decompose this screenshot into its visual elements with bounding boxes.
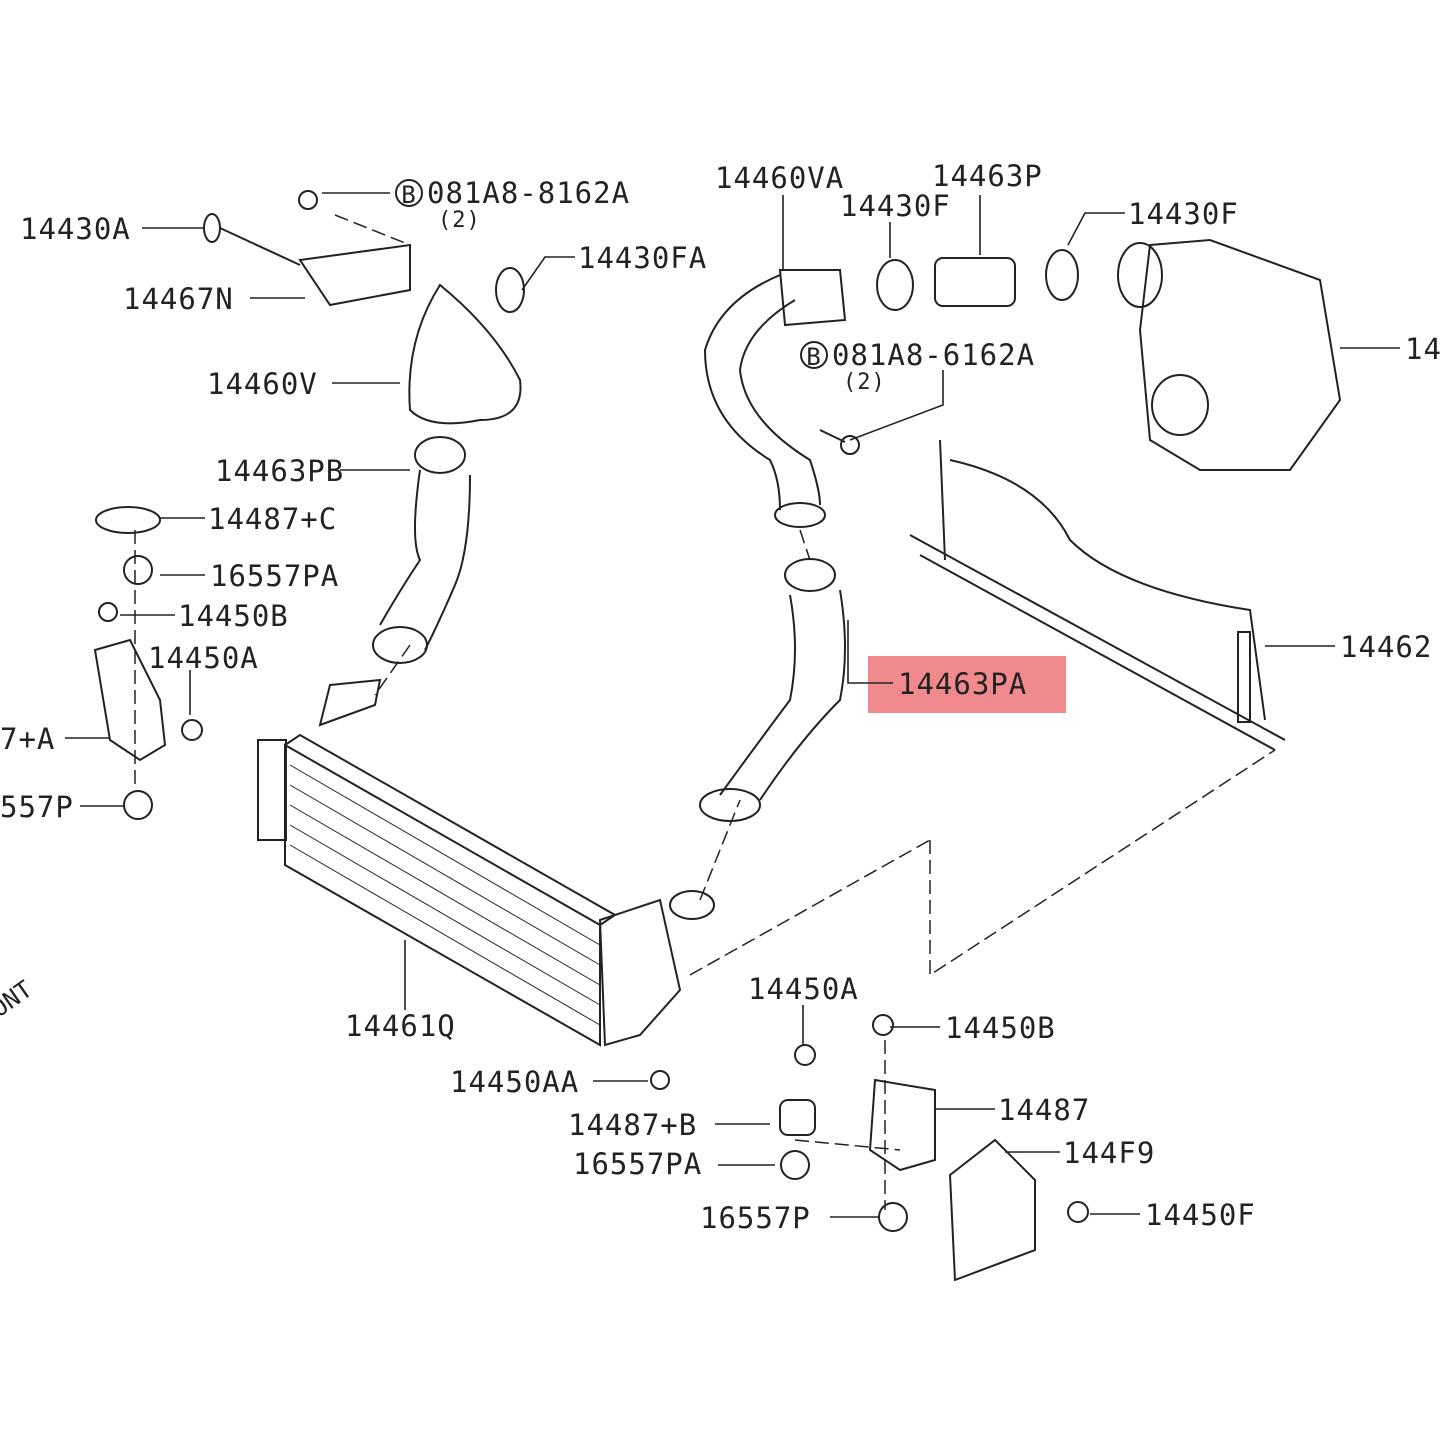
- label-14430F: 14430F: [1128, 197, 1239, 231]
- label-14430A: 14430A: [20, 212, 131, 246]
- label-14462: 14462: [1340, 630, 1433, 664]
- highlight-14463PA: [868, 656, 1066, 713]
- label-16557PA: 16557PA: [573, 1147, 703, 1181]
- label-14430FA: 14430FA: [578, 241, 708, 275]
- label-14450A: 14450A: [148, 641, 259, 675]
- label-14450B: 14450B: [178, 599, 289, 633]
- part-shapes: [93, 190, 1342, 1282]
- label-14463P: 14463P: [932, 159, 1043, 193]
- label-557P: 557P: [0, 790, 74, 824]
- label-16557P: 16557P: [700, 1201, 811, 1235]
- label-14460V: 14460V: [207, 367, 318, 401]
- label-14450F: 14450F: [1145, 1198, 1256, 1232]
- label-16557PA: 16557PA: [210, 559, 340, 593]
- label-14467N: 14467N: [123, 282, 234, 316]
- label-14463PB: 14463PB: [215, 454, 345, 488]
- bolt-part-number: 081A8-6162A: [832, 338, 1036, 372]
- label-14430F: 14430F: [840, 189, 951, 223]
- bolt-symbol-icon: B: [395, 179, 423, 209]
- label-7A: 7+A: [0, 722, 56, 756]
- label-14487: 14487: [998, 1093, 1091, 1127]
- bolt-symbol-icon: B: [800, 341, 828, 371]
- leader-lines: [65, 192, 1400, 1218]
- label-14450AA: 14450AA: [450, 1065, 580, 1099]
- label-14487B: 14487+B: [568, 1108, 698, 1142]
- label-14450A: 14450A: [748, 972, 859, 1006]
- label-bolt-qty: (2): [438, 208, 481, 233]
- label-14463PA-highlighted[interactable]: 14463PA: [898, 667, 1028, 701]
- label-144F9: 144F9: [1063, 1136, 1156, 1170]
- label-14461Q: 14461Q: [345, 1009, 456, 1043]
- label-14450B: 14450B: [945, 1011, 1056, 1045]
- bolt-part-number: 081A8-8162A: [427, 176, 631, 210]
- label-14487C: 14487+C: [208, 502, 338, 536]
- label-14460VA: 14460VA: [715, 161, 845, 195]
- dashed-assembly-lines: [134, 214, 1276, 1210]
- label-14-cut: 14: [1405, 332, 1442, 366]
- label-bolt-qty: (2): [843, 370, 886, 395]
